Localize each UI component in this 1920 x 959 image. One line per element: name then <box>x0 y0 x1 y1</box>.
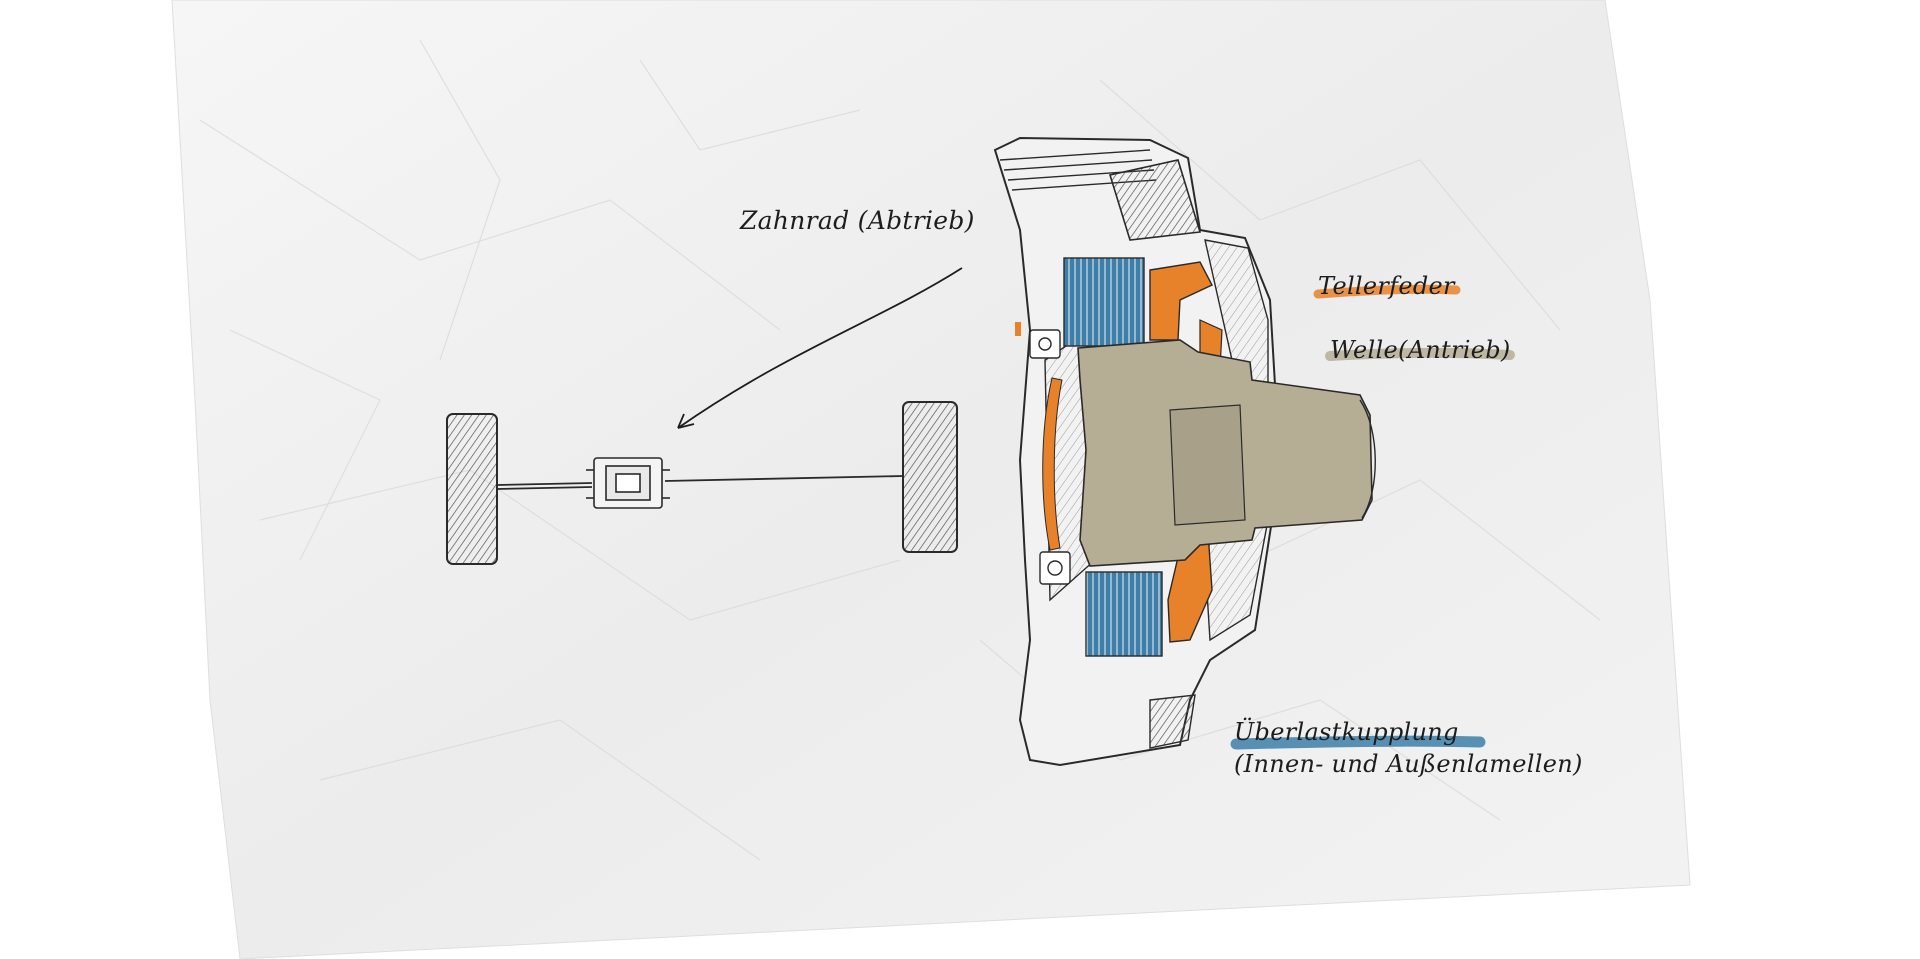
label-disc-spring: Tellerfeder <box>1318 272 1455 300</box>
axle-line <box>496 475 904 490</box>
arrow-icon <box>677 267 963 429</box>
left-wheel-icon <box>446 413 498 565</box>
label-shaft-input: Welle(Antrieb) <box>1330 336 1511 364</box>
label-gear-output: Zahnrad (Abtrieb) <box>740 206 975 235</box>
label-overload-clutch-detail: (Innen- und Außenlamellen) <box>1234 750 1583 778</box>
label-highlights <box>1230 284 1515 750</box>
gear-housing-icon <box>586 457 670 509</box>
label-overload-clutch: Überlastkupplung <box>1234 718 1459 746</box>
clutch-assembly <box>993 136 1376 767</box>
right-wheel-icon <box>902 401 958 553</box>
